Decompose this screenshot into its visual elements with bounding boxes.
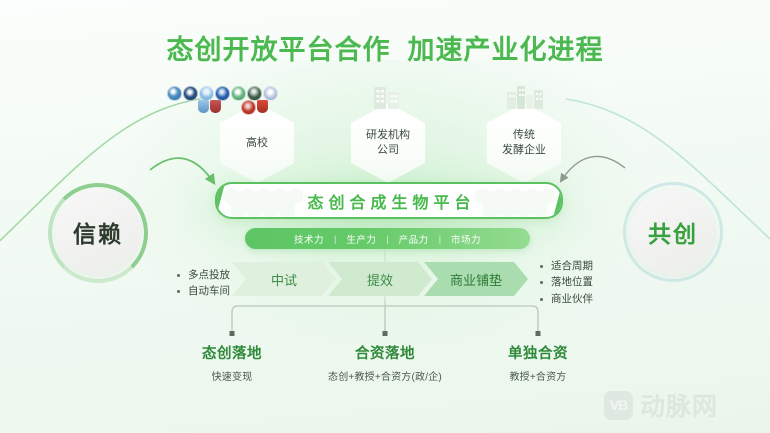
emblem-row-2 bbox=[176, 100, 268, 115]
outcome-title: 态创落地 bbox=[202, 346, 262, 362]
outcome-subtitle: 快速变现 bbox=[211, 372, 253, 383]
capability-separator: | bbox=[386, 233, 389, 244]
cocreate-label: 共创 bbox=[648, 221, 698, 247]
university-emblem-icon bbox=[262, 86, 278, 101]
source-node-fermentation[interactable]: 传统 发酵企业 bbox=[487, 103, 561, 183]
outcome-joint-venture[interactable]: 合资落地 态创+教授+合资方(政/企) bbox=[295, 342, 475, 383]
stage-label-pilot: 中试 bbox=[270, 272, 297, 288]
watermark-text: 动脉网 bbox=[640, 393, 719, 421]
source-node-universities[interactable]: 高校 bbox=[220, 103, 294, 183]
university-emblem-icon bbox=[241, 100, 256, 115]
trust-ring bbox=[48, 183, 148, 283]
capability-production: 生产力 bbox=[346, 234, 377, 246]
emblem-row-1 bbox=[166, 86, 278, 101]
university-shield-icon bbox=[210, 100, 222, 113]
vb-logo-icon: VB bbox=[604, 390, 633, 420]
source-label-rnd: 研发机构 公司 bbox=[366, 129, 410, 156]
watermark: VB 动脉网 bbox=[604, 387, 718, 423]
capability-separator: | bbox=[438, 233, 442, 244]
stage-label-efficiency: 提效 bbox=[366, 272, 393, 288]
outcome-subtitle: 教授+合资方 bbox=[509, 372, 567, 383]
factory-building-icon bbox=[507, 86, 543, 109]
outcome-taichuang[interactable]: 态创落地 快速变现 bbox=[142, 342, 322, 383]
outcome-title: 合资落地 bbox=[355, 346, 415, 362]
source-label-fermentation: 传统 发酵企业 bbox=[502, 129, 546, 156]
university-emblem-icon bbox=[198, 86, 214, 101]
stage-chevron-commercial[interactable]: 商业铺垫 bbox=[424, 262, 528, 296]
platform-label: 态创合成生物平台 bbox=[307, 194, 476, 212]
outcome-independent[interactable]: 单独合资 教授+合资方 bbox=[448, 342, 628, 383]
stage-chevron-efficiency[interactable]: 提效 bbox=[328, 262, 432, 296]
office-building-icon bbox=[374, 87, 399, 109]
right-bullet-item: 落地位置 bbox=[540, 274, 593, 290]
university-shield-icon bbox=[198, 100, 210, 113]
university-emblem-icon bbox=[214, 86, 230, 101]
stage-chevron-row: 中试 提效 商业铺垫 bbox=[232, 262, 528, 296]
university-emblem-icon bbox=[182, 86, 198, 101]
right-bullet-item: 适合周期 bbox=[540, 258, 593, 274]
source-label-universities: 高校 bbox=[246, 136, 268, 149]
platform-bar[interactable]: 态创合成生物平台 bbox=[215, 182, 563, 219]
left-bullet-item: 自动车间 bbox=[177, 283, 230, 299]
university-emblem-icon bbox=[246, 86, 262, 101]
university-emblem-icon bbox=[166, 86, 182, 101]
source-node-rnd[interactable]: 研发机构 公司 bbox=[351, 103, 425, 183]
vb-logo-text: VB bbox=[609, 397, 628, 413]
right-bullet-list: 适合周期 落地位置 商业伙伴 bbox=[540, 258, 593, 307]
capability-pill[interactable]: 技术力 | 生产力 | 产品力 | 市场力 bbox=[245, 228, 530, 249]
university-emblem-icon bbox=[230, 86, 246, 101]
capability-product: 产品力 bbox=[398, 234, 429, 246]
left-bullet-list: 多点投放 自动车间 bbox=[177, 267, 230, 300]
capability-market: 市场力 bbox=[451, 234, 482, 246]
left-bullet-item: 多点投放 bbox=[177, 267, 230, 283]
page-title: 态创开放平台合作 加速产业化进程 bbox=[166, 35, 604, 65]
capability-tech: 技术力 bbox=[293, 234, 324, 246]
trust-label: 信赖 bbox=[73, 221, 123, 247]
stage-label-commercial: 商业铺垫 bbox=[449, 272, 502, 288]
university-shield-icon bbox=[257, 100, 268, 113]
stage-chevron-pilot[interactable]: 中试 bbox=[232, 262, 336, 296]
cocreate-circle[interactable]: 共创 bbox=[630, 189, 716, 275]
cocreate-ring bbox=[623, 182, 723, 282]
outcome-title: 单独合资 bbox=[508, 346, 568, 362]
capability-separator: | bbox=[333, 233, 337, 244]
university-emblem-cluster bbox=[166, 86, 278, 115]
outcome-subtitle: 态创+教授+合资方(政/企) bbox=[328, 372, 442, 383]
right-bullet-item: 商业伙伴 bbox=[540, 291, 593, 307]
hexagon-pattern bbox=[223, 188, 555, 217]
trust-circle[interactable]: 信赖 bbox=[55, 189, 141, 275]
